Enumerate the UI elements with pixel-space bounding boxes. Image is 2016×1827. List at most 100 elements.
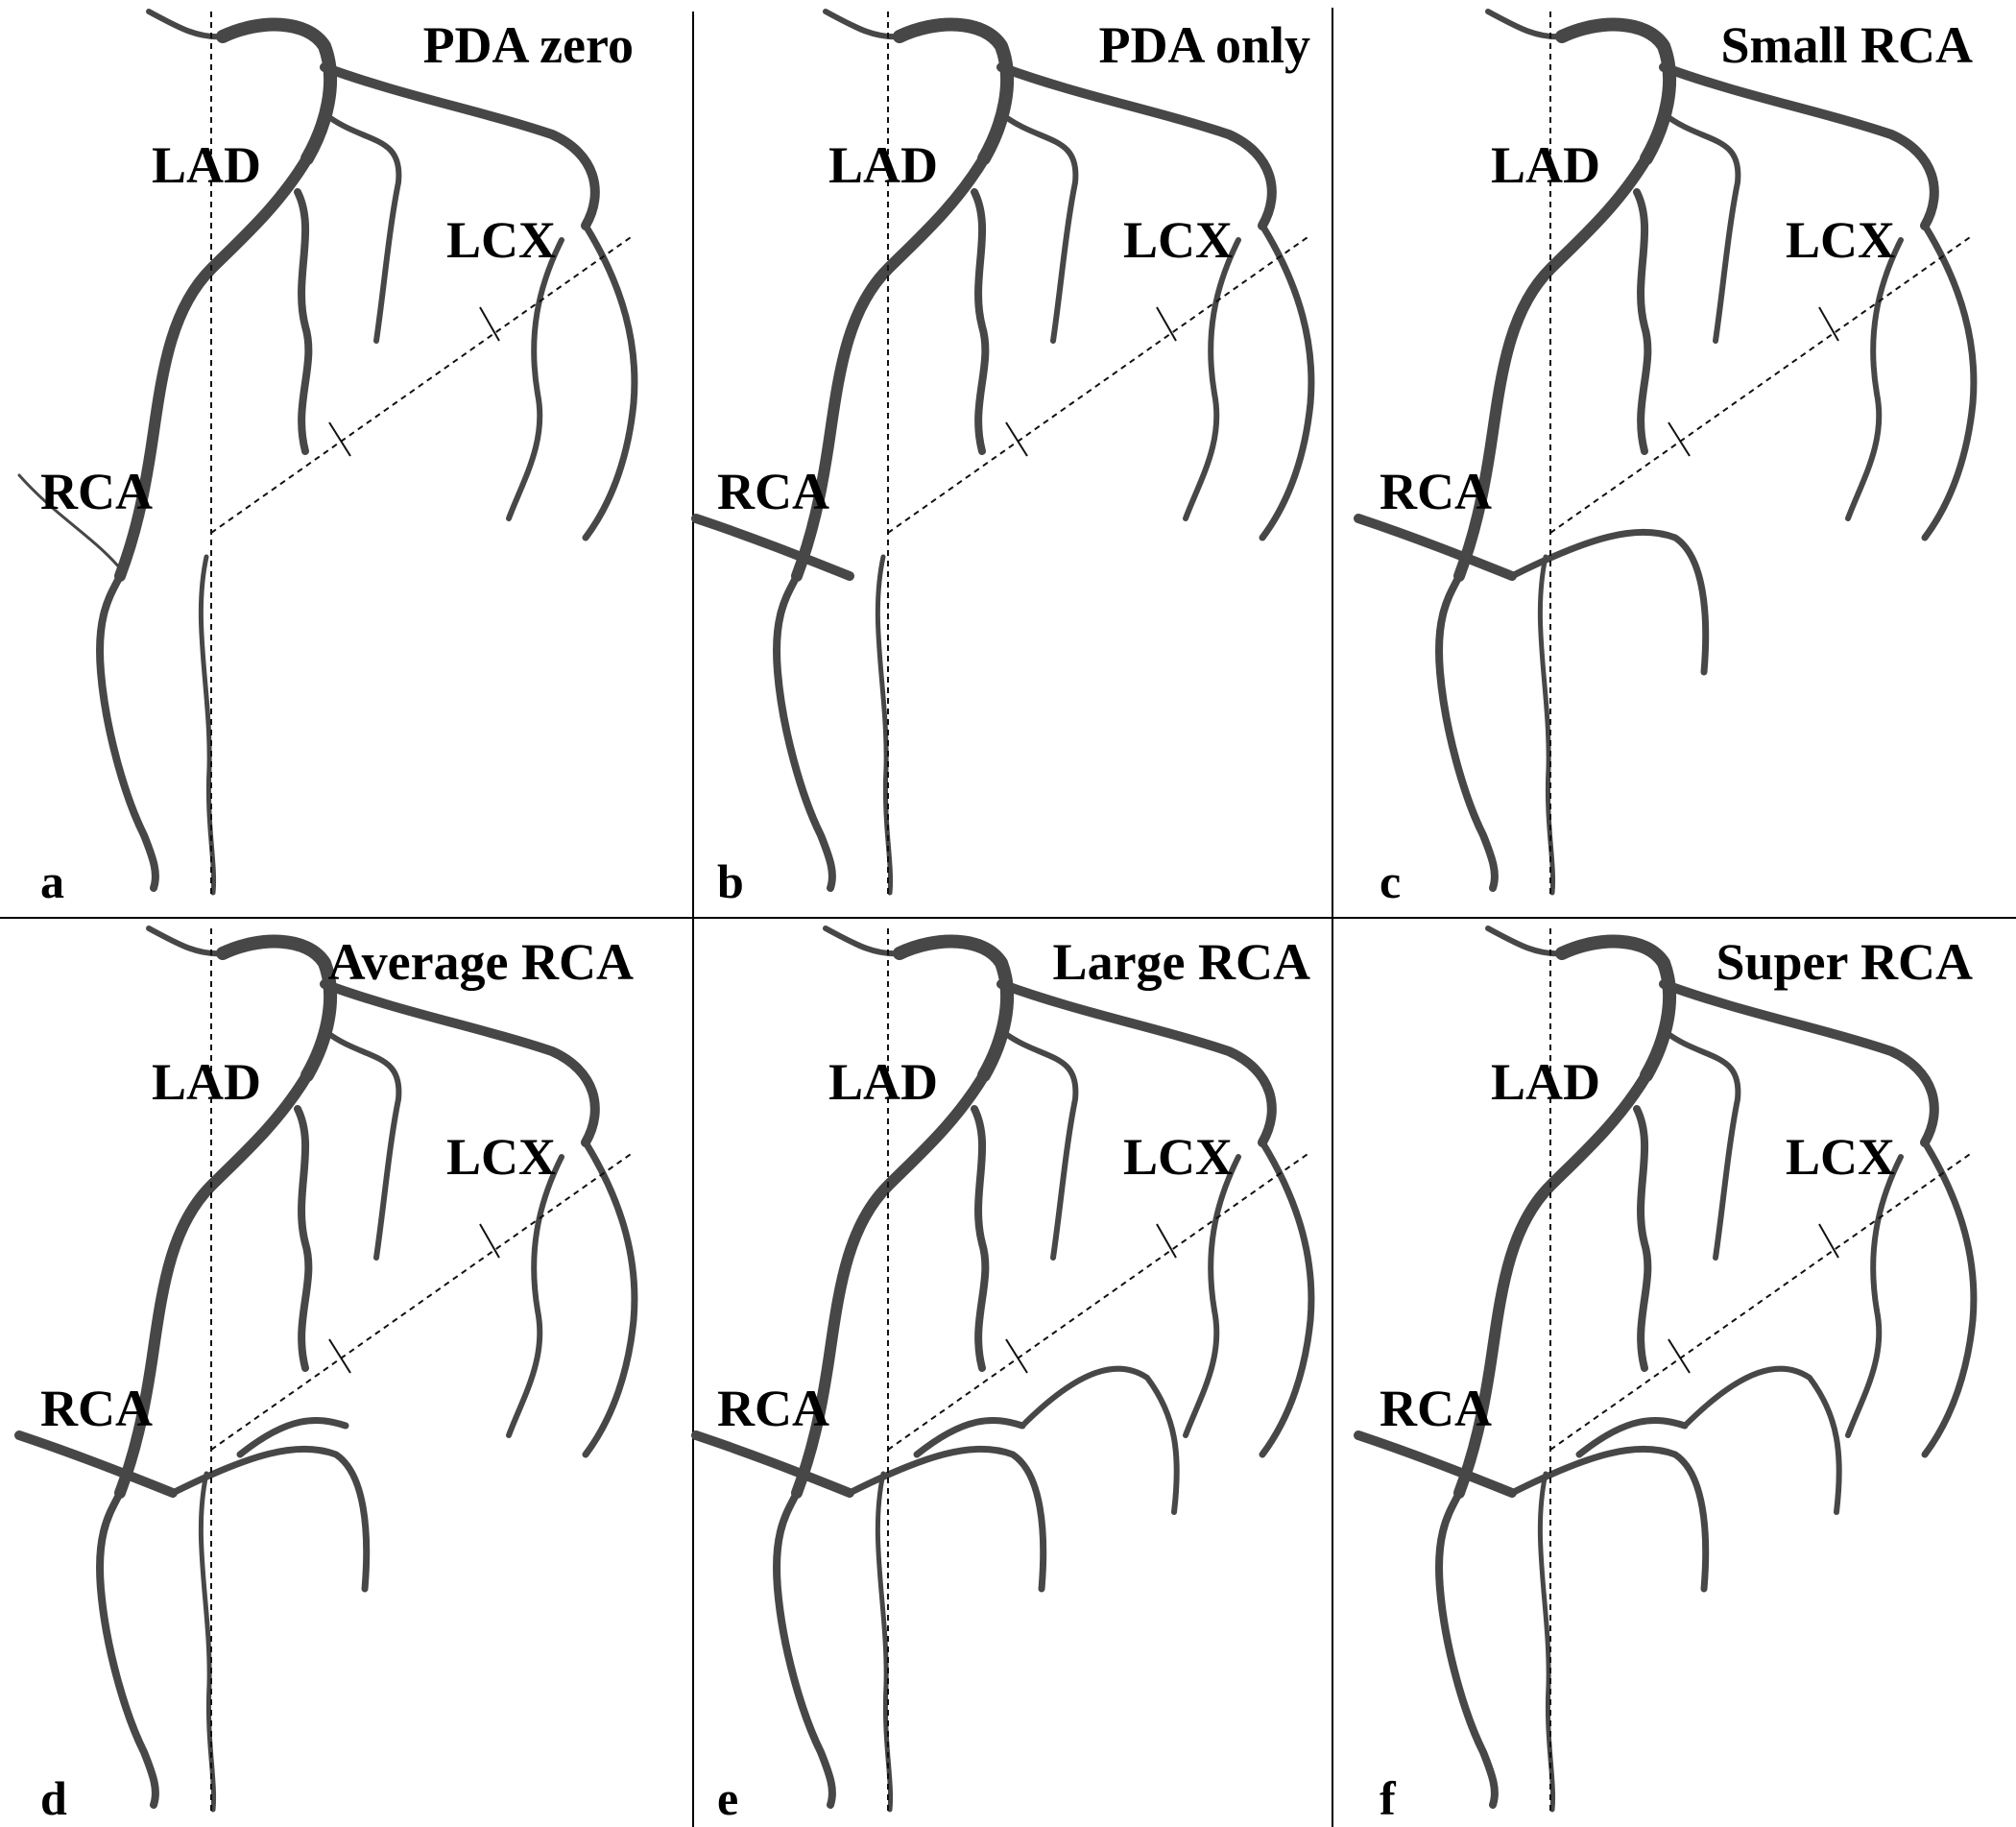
lcx-label: LCX: [1786, 211, 1895, 269]
panel-title: PDA only: [1098, 16, 1310, 74]
rca-distal-branch: [1508, 528, 1710, 676]
panel-letter: a: [40, 854, 64, 908]
lad-label: LAD: [1491, 1053, 1600, 1111]
lad-diagonal-1: [294, 188, 313, 455]
lcx-artery: [1659, 62, 1939, 230]
pda-branch: [198, 554, 217, 896]
lcx-marginal-2: [1845, 237, 1904, 521]
left-main-trunk: [1555, 17, 1676, 165]
panel-title: PDA zero: [423, 16, 634, 74]
panel-title: Large RCA: [1053, 933, 1310, 991]
pda-branch: [1537, 554, 1556, 896]
lad-apical: [1435, 1489, 1499, 1809]
lad-label: LAD: [1491, 136, 1600, 194]
rca-extended-branch: [1682, 1365, 1842, 1515]
lad-artery: [114, 1070, 313, 1499]
rca-label: RCA: [40, 1380, 153, 1437]
rca-proximal: [1354, 1430, 1517, 1498]
lad-apical: [96, 572, 159, 892]
av-groove-tick-1: [1668, 1338, 1691, 1374]
lcx-marginal-1: [1259, 222, 1315, 541]
lcx-artery: [1659, 979, 1939, 1147]
panel-c: Small RCA LAD LCX RCA c: [1354, 9, 1978, 908]
av-groove-tick-1: [1005, 421, 1028, 457]
rca-label: RCA: [1380, 1380, 1492, 1437]
rca-label: RCA: [40, 463, 153, 520]
left-main-trunk: [893, 934, 1014, 1082]
lcx-label: LCX: [446, 1128, 556, 1186]
panel-letter: d: [40, 1771, 67, 1825]
rca-proximal: [1354, 514, 1517, 581]
lcx-marginal-1: [1921, 1139, 1978, 1458]
lad-diagonal-1: [294, 1105, 313, 1372]
panel-letter: e: [717, 1771, 738, 1825]
lad-diagonal-2: [324, 112, 402, 344]
lad-diagonal-2: [324, 1029, 402, 1261]
rca-extended-branch: [1020, 1365, 1180, 1515]
lad-apical: [773, 572, 836, 892]
lcx-marginal-2: [1183, 1154, 1241, 1438]
pda-branch: [875, 1471, 894, 1813]
rca-distal-branch: [1508, 1445, 1710, 1593]
lad-diagonal-2: [1663, 112, 1741, 344]
catheter-stub: [146, 926, 226, 957]
lad-artery: [791, 1070, 990, 1499]
rca-small-branch: [17, 473, 127, 576]
reference-line-av-groove: [1549, 234, 1974, 534]
lad-artery: [1453, 1070, 1652, 1499]
lcx-label: LCX: [1123, 211, 1233, 269]
lcx-marginal-2: [506, 1154, 564, 1438]
lcx-artery: [996, 979, 1277, 1147]
left-main-trunk: [893, 17, 1014, 165]
av-groove-tick-1: [328, 1338, 351, 1374]
left-main-trunk: [216, 17, 337, 165]
lad-apical: [96, 1489, 159, 1809]
av-groove-tick-1: [1005, 1338, 1028, 1374]
catheter-stub: [146, 9, 226, 40]
lcx-marginal-1: [582, 1139, 638, 1458]
rca-label: RCA: [717, 1380, 829, 1437]
panel-letter: c: [1380, 854, 1401, 908]
rca-distal-branch: [846, 1445, 1047, 1593]
catheter-stub: [823, 9, 902, 40]
rca-posterolateral: [236, 1416, 349, 1458]
rca-posterolateral: [1575, 1416, 1689, 1458]
lcx-label: LCX: [1123, 1128, 1233, 1186]
lad-diagonal-2: [1000, 112, 1079, 344]
lad-diagonal-1: [1633, 188, 1652, 455]
pda-branch: [875, 554, 894, 896]
rca-proximal: [691, 1430, 854, 1498]
lad-diagonal-2: [1663, 1029, 1741, 1261]
reference-line-av-groove: [887, 234, 1311, 534]
rca-label: RCA: [1380, 463, 1492, 520]
pda-branch: [1537, 1471, 1556, 1813]
panel-letter: b: [717, 854, 744, 908]
lad-artery: [1453, 153, 1652, 582]
lcx-label: LCX: [446, 211, 556, 269]
panel-title: Small RCA: [1720, 16, 1973, 74]
catheter-stub: [1485, 926, 1565, 957]
lcx-artery: [320, 979, 600, 1147]
catheter-stub: [1485, 9, 1565, 40]
lad-diagonal-1: [971, 188, 990, 455]
lcx-artery: [996, 62, 1277, 230]
pda-branch: [198, 1471, 217, 1813]
av-groove-tick-2: [479, 306, 500, 342]
av-groove-tick-2: [1156, 306, 1177, 342]
catheter-stub: [823, 926, 902, 957]
lad-apical: [773, 1489, 836, 1809]
left-main-trunk: [216, 934, 337, 1082]
lad-diagonal-1: [971, 1105, 990, 1372]
panel-title: Super RCA: [1716, 933, 1973, 991]
av-groove-tick-2: [1818, 306, 1839, 342]
rca-proximal: [14, 1430, 178, 1498]
lad-label: LAD: [152, 136, 261, 194]
lcx-marginal-1: [1921, 222, 1978, 541]
